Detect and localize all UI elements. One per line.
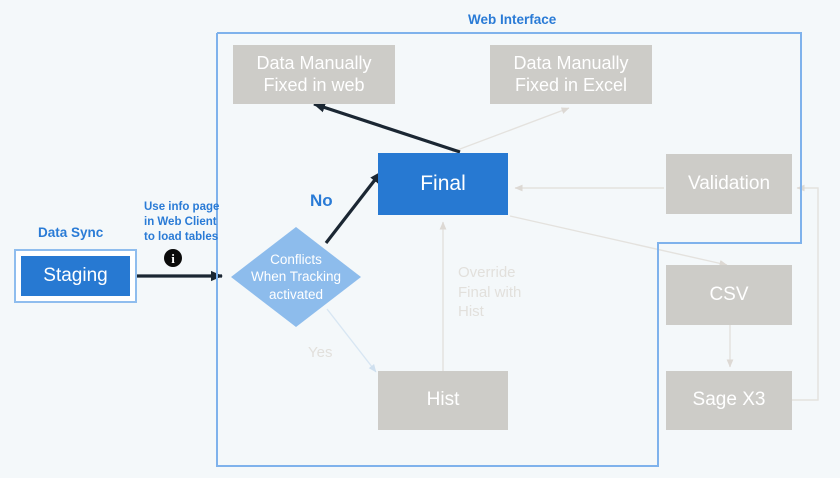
node-sage-x3[interactable]: Sage X3	[666, 371, 792, 430]
info-icon[interactable]: i	[164, 249, 182, 267]
edge-final-to-excel	[451, 107, 570, 153]
data-sync-title: Data Sync	[38, 225, 104, 240]
web-interface-title: Web Interface	[468, 12, 557, 27]
node-data-fixed-excel[interactable]: Data Manually Fixed in Excel	[490, 45, 652, 104]
node-conflicts-label: Conflicts When Tracking activated	[250, 251, 342, 302]
edge-label-yes: Yes	[308, 344, 333, 361]
edge-label-override: Override Final with Hist	[458, 264, 522, 320]
node-final[interactable]: Final	[378, 153, 508, 215]
node-csv[interactable]: CSV	[666, 265, 792, 325]
node-hist[interactable]: Hist	[378, 371, 508, 430]
node-staging[interactable]: Staging	[21, 256, 130, 296]
edge-final-to-fixed-web	[313, 102, 461, 154]
node-validation[interactable]: Validation	[666, 154, 792, 214]
node-data-fixed-web[interactable]: Data Manually Fixed in web	[233, 45, 395, 104]
edge-final-to-csv	[509, 215, 728, 267]
edge-sagex3-to-validation	[792, 184, 819, 401]
edge-label-no: No	[310, 191, 333, 210]
node-conflicts[interactable]: Conflicts When Tracking activated	[231, 227, 361, 327]
edge-label-info-note: Use info page in Web Client to load tabl…	[144, 201, 220, 244]
